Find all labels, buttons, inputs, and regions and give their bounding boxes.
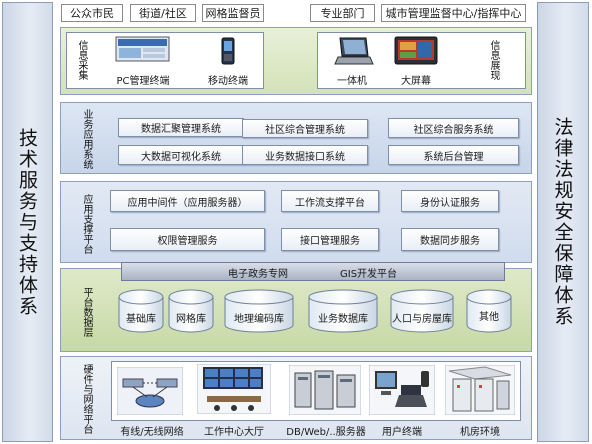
data-layer-label: 平台数据层 xyxy=(81,287,92,337)
server-label: DB/Web/..服务器 xyxy=(286,427,366,438)
support-layer-label: 应用支撑平台 xyxy=(81,194,92,254)
mobile-terminal-icon xyxy=(221,37,235,65)
hardware-layer-label: 硬件与网络平台 xyxy=(81,364,92,434)
database-group xyxy=(118,289,512,333)
business-layer-label: 业务应用系统 xyxy=(81,109,92,169)
db-business: 业务数据库 xyxy=(318,314,368,325)
top-label: 公众市民 xyxy=(70,7,114,20)
hardware-layer: 硬件与网络平台 xyxy=(60,356,532,440)
box-interface-management: 接口管理服务 xyxy=(281,228,379,251)
box-business-data-interface: 业务数据接口系统 xyxy=(242,145,368,165)
laptop-icon xyxy=(334,36,374,66)
db-geocode: 地理编码库 xyxy=(234,314,284,325)
big-screen-icon xyxy=(394,36,438,66)
top-box-grid-supervisor: 网格监督员 xyxy=(202,4,264,22)
business-layer: 业务应用系统 数据汇聚管理系统 社区综合管理系统 社区综合服务系统 大数据可视化… xyxy=(60,102,532,174)
top-box-departments: 专业部门 xyxy=(310,4,375,22)
top-box-command-center: 城市管理监督中心/指挥中心 xyxy=(381,4,526,22)
tech-service-label: 技术服务与支持体系 xyxy=(16,127,38,317)
top-label: 城市管理监督中心/指挥中心 xyxy=(385,7,522,20)
box-middleware: 应用中间件（应用服务器） xyxy=(110,190,265,212)
pc-terminal-icon xyxy=(115,36,170,64)
network-label: 有线/无线网络 xyxy=(120,427,184,438)
legal-security-column: 法律法规安全保障体系 xyxy=(537,2,589,442)
info-display-label: 信息展现 xyxy=(488,40,499,80)
top-box-public: 公众市民 xyxy=(61,4,123,22)
top-label: 专业部门 xyxy=(320,7,365,20)
box-community-management: 社区综合管理系统 xyxy=(242,119,368,138)
db-grid: 网格库 xyxy=(176,314,206,325)
pc-terminal-label: PC管理终端 xyxy=(116,76,170,87)
box-permission: 权限管理服务 xyxy=(110,228,265,251)
user-terminal-icon xyxy=(368,364,436,416)
box-data-sync: 数据同步服务 xyxy=(401,228,499,251)
hall-icon xyxy=(196,363,272,415)
db-population-housing: 人口与房屋库 xyxy=(392,314,452,325)
info-collect-label: 信息采集 xyxy=(76,40,87,80)
top-box-community: 街道/社区 xyxy=(130,4,196,22)
laptop-label: 一体机 xyxy=(337,76,367,87)
box-identity-auth: 身份认证服务 xyxy=(401,190,499,212)
support-layer: 应用支撑平台 应用中间件（应用服务器） 工作流支撑平台 身份认证服务 权限管理服… xyxy=(60,181,532,263)
legal-security-label: 法律法规安全保障体系 xyxy=(551,117,574,327)
box-community-service: 社区综合服务系统 xyxy=(388,118,519,138)
box-data-aggregation: 数据汇聚管理系统 xyxy=(118,118,244,137)
tech-service-column: 技术服务与支持体系 xyxy=(2,2,53,442)
server-icon xyxy=(288,364,362,416)
top-label: 网格监督员 xyxy=(205,7,261,20)
gov-network-label: 电子政务专网 xyxy=(228,269,288,280)
box-system-backend: 系统后台管理 xyxy=(388,145,519,165)
data-layer: 平台数据层 电子政务专网 GIS开发平台 基础库 网格库 地理编码库 业务数据库… xyxy=(60,262,532,352)
db-basic: 基础库 xyxy=(126,314,156,325)
info-layer: 信息采集 PC管理终端 移动终端 一体机 xyxy=(60,27,532,95)
big-screen-label: 大屏幕 xyxy=(401,76,431,87)
box-big-data-visualization: 大数据可视化系统 xyxy=(118,145,244,165)
network-icon xyxy=(116,366,184,416)
mobile-terminal-label: 移动终端 xyxy=(208,76,248,87)
db-other: 其他 xyxy=(479,312,499,323)
server-room-label: 机房环境 xyxy=(460,427,500,438)
network-bus: 电子政务专网 GIS开发平台 xyxy=(121,262,505,281)
server-room-icon xyxy=(444,364,516,416)
user-terminal-label: 用户终端 xyxy=(382,427,422,438)
top-label: 街道/社区 xyxy=(139,7,187,20)
hall-label: 工作中心大厅 xyxy=(204,427,264,438)
gis-platform-label: GIS开发平台 xyxy=(340,269,398,280)
box-workflow: 工作流支撑平台 xyxy=(281,190,379,212)
